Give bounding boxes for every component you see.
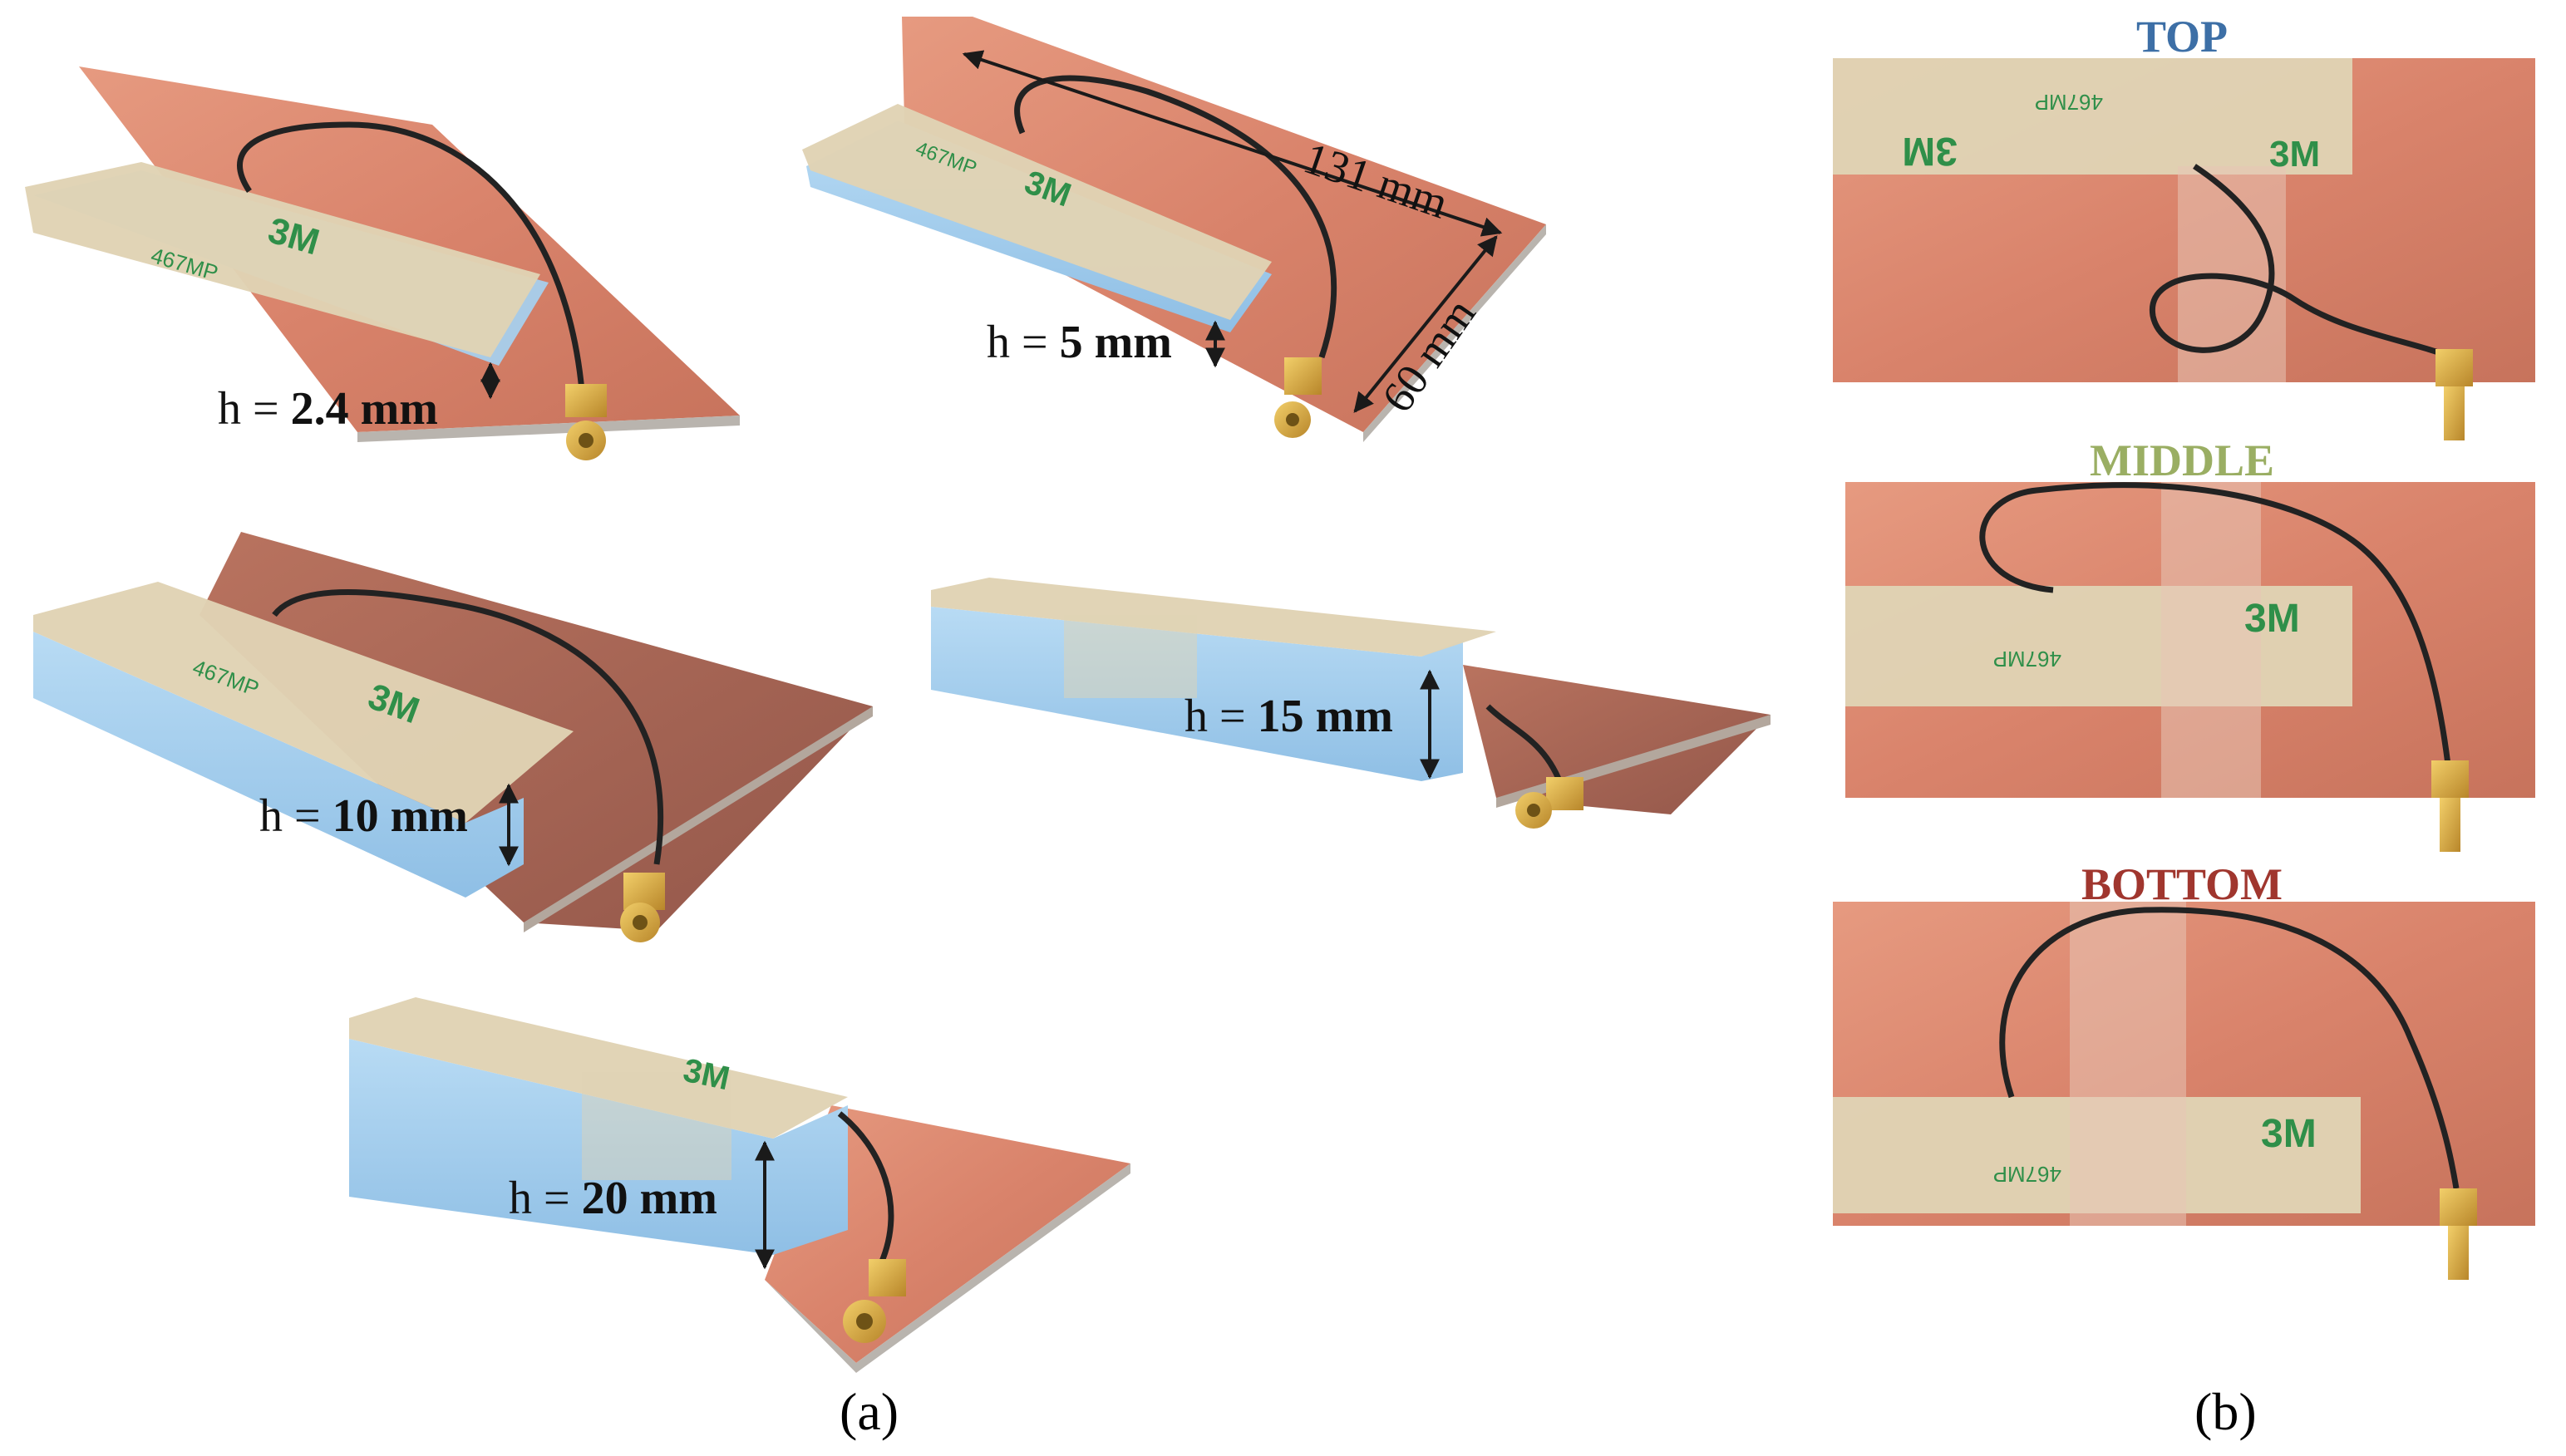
tape-strip-front [582,1072,731,1180]
tape-brand: 3M [2269,134,2320,175]
tape-model: 467MP [2035,90,2103,115]
copper-ground-plane [765,1105,1130,1363]
adhesive-tape [1833,58,2352,175]
tape-brand: 3M [2261,1112,2317,1156]
coax-cable [837,1111,894,1265]
coax-cable [237,121,585,391]
sma-connector [1515,777,1583,829]
caption-a: (a) [840,1382,899,1441]
coax-cable [1999,907,2460,1189]
foam-front [33,632,524,898]
antenna-h-10: 3M 467MP h = 10 mm [33,532,873,942]
width-arrow [1353,235,1498,413]
coax-cable [272,589,664,865]
height-label-10: h = 10 mm [259,790,468,842]
adhesive-tape [1845,586,2352,706]
sma-connector [2435,349,2473,440]
ground-plane-edge [524,706,873,932]
adhesive-tape [931,578,1496,657]
antenna-h-2.4: 3M 467MP h = 2.4 mm [25,66,740,460]
clear-tape [2161,482,2261,798]
ground-plane-edge [357,416,740,442]
height-label-20: h = 20 mm [509,1173,717,1224]
length-arrow [962,50,1503,237]
tape-strip-front [1064,615,1197,698]
antenna-h-20: 3M h = 20 mm [349,997,1130,1373]
sma-connector [2431,760,2469,852]
section-label-bottom: BOTTOM [2081,859,2283,909]
sma-connector [843,1259,906,1343]
sma-connector [620,873,665,942]
antenna-h-5: 3M 467MP 131 mm 60 mm h = 5 mm [802,17,1546,442]
adhesive-tape [33,582,574,823]
placement-middle: MIDDLE 3M 467MP [1845,435,2535,852]
tape-brand: 3M [2244,597,2300,641]
antenna-h-15: h = 15 mm [931,578,1771,829]
sma-connector [1274,357,1322,438]
panel-a: 3M 467MP h = 2.4 mm 3M 467MP [25,17,1771,1441]
adhesive-tape [349,997,848,1139]
panel-b: TOP 3M 3M 467MP MIDDLE 3M 467MP [1833,12,2535,1441]
height-label-5: h = 5 mm [987,317,1172,368]
height-label-2.4: h = 2.4 mm [218,383,438,435]
copper-ground-plane [1463,665,1771,814]
tape-model: 467MP [1993,1162,2061,1187]
coax-cable [1979,482,2451,765]
coax-cable [2150,164,2454,361]
tape-brand: 3M [1902,129,1958,173]
sma-connector [2440,1188,2477,1280]
tape-model: 467MP [1993,647,2061,671]
placement-top: TOP 3M 3M 467MP [1833,12,2535,440]
caption-b: (b) [2194,1382,2257,1441]
section-label-top: TOP [2136,12,2228,61]
coax-cable [1485,704,1566,791]
adhesive-tape [25,162,540,357]
height-label-15: h = 15 mm [1184,691,1393,742]
foam-front [349,1039,848,1255]
section-label-middle: MIDDLE [2090,435,2274,485]
placement-bottom: BOTTOM 3M 467MP [1833,859,2535,1280]
sma-connector [565,384,607,460]
clear-tape [2070,902,2186,1226]
